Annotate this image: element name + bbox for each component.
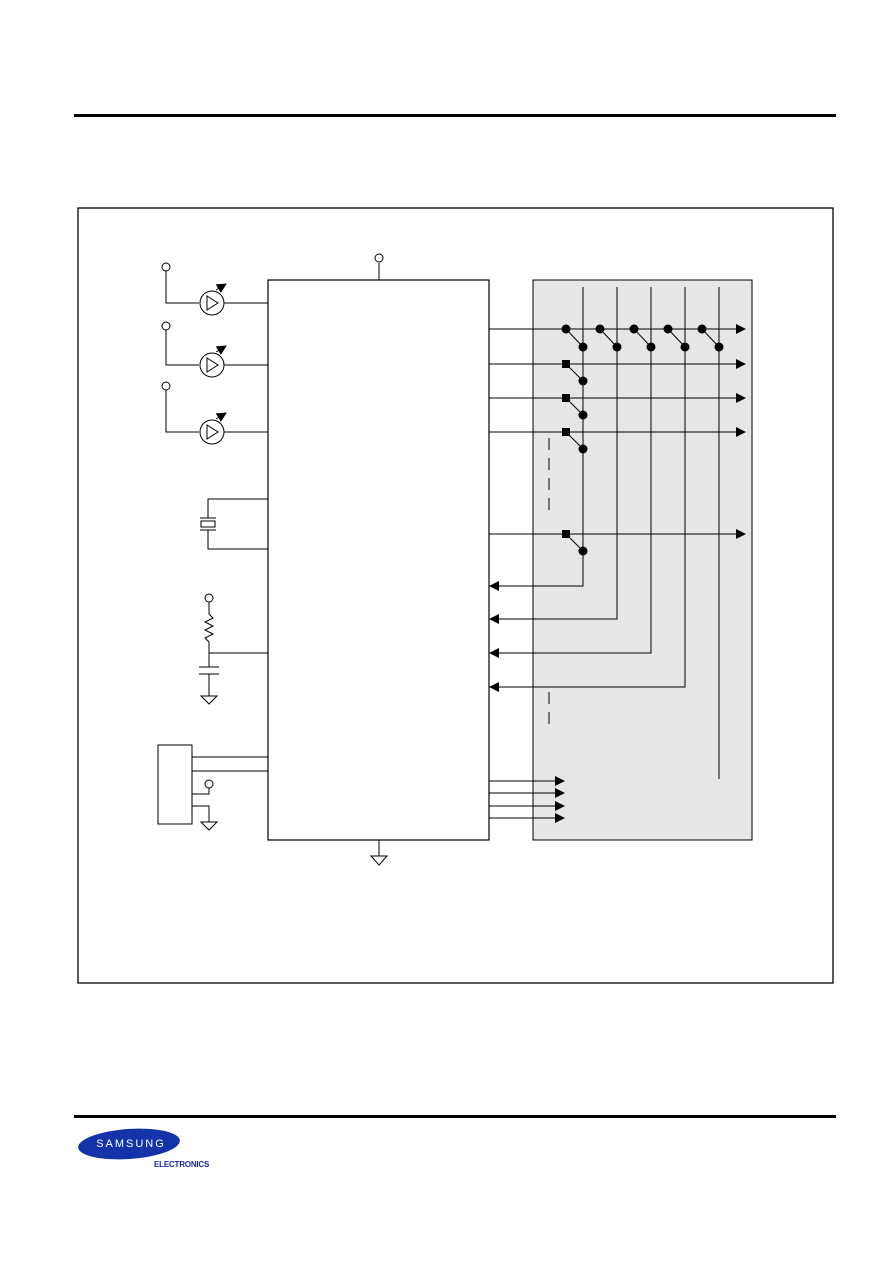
- vss-ground-symbol: [369, 840, 389, 866]
- led-indicator-1: [161, 262, 268, 316]
- keypad-matrix-area: [532, 279, 753, 841]
- logo-brand-text: SAMSUNG: [96, 1137, 166, 1150]
- logo-ellipse: [78, 1128, 180, 1160]
- vdd-supply: [374, 253, 384, 280]
- microcontroller-chip: [267, 279, 490, 841]
- reset-rc-circuit: [199, 593, 268, 705]
- led-indicator-3: [161, 381, 268, 445]
- keypad-column-lines: [489, 287, 720, 779]
- switch-contacts: [561, 324, 724, 556]
- crystal-oscillator: [200, 498, 268, 550]
- led-indicator-2: [161, 321, 268, 378]
- receiver-module: [157, 744, 268, 831]
- logo-division-text: ELECTRONICS: [154, 1160, 210, 1169]
- header-rule: [74, 114, 836, 117]
- output-lines: [489, 776, 565, 823]
- figure-frame: [77, 207, 834, 984]
- footer-rule: [74, 1115, 836, 1118]
- samsung-logo: SAMSUNG ELECTRONICS: [76, 1124, 236, 1174]
